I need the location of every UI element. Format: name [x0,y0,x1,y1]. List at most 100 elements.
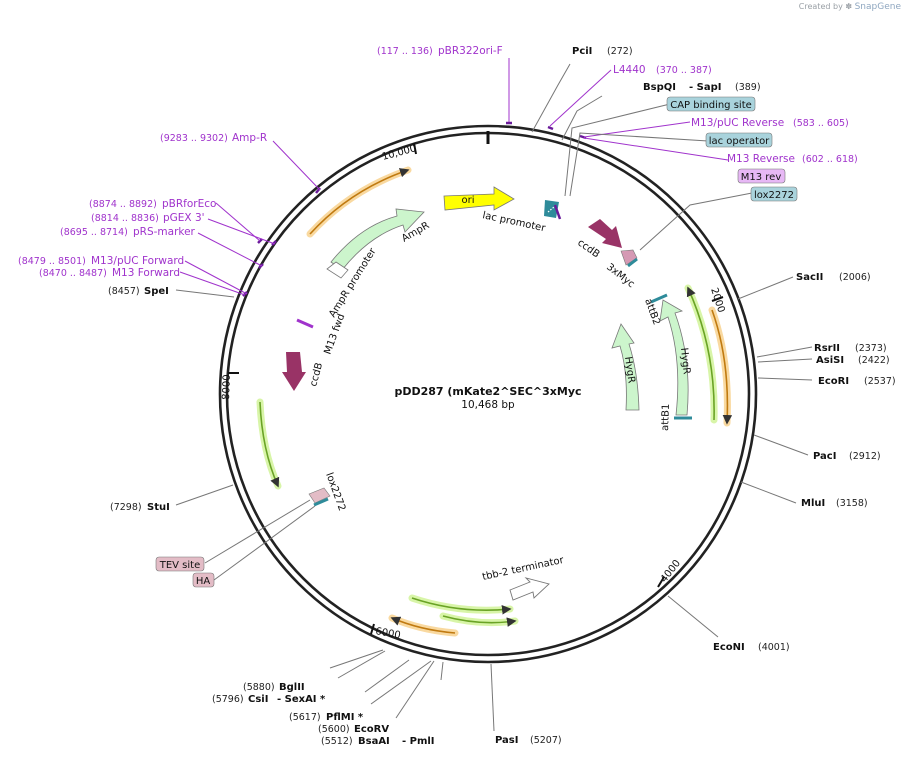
site-asisi-pos: (2422) [858,355,890,366]
tick-label-6000: 6000 [374,626,401,641]
plasmid-length: 10,468 bp [461,399,515,411]
box-leader-lines [204,103,753,581]
hygr-inner-label: HygR [622,356,637,384]
site-pcii-pos: (272) [607,46,633,57]
primer-m13puc-rev-pos: (583 .. 605) [793,118,849,129]
primer-pbrforeco-name: pBRforEco [162,198,216,210]
site-stui-name: StuI [147,502,170,513]
site-leader-lines [175,63,813,732]
site-sacii-name: SacII [796,272,823,283]
tick-label-8000: 8000 [221,374,233,400]
primer-m13-rev-name: M13 Reverse [727,153,795,165]
site-pflmi-name: PflMI * [326,712,364,723]
feature-hygr-outer[interactable]: HygR [659,299,692,416]
box-lox2272: lox2272 [754,190,794,201]
site-ecorv-name: EcoRV [354,724,389,735]
site-pcii-name: PciI [572,46,592,57]
primer-m13puc-fwd-name: M13/pUC Forward [91,255,184,267]
attb1-label: attB1 [660,404,672,432]
site-ecorv-pos: (5600) [318,724,350,735]
snapgene-logo-icon: ✽ [845,2,853,11]
primer-l4440-name: L4440 [613,64,646,76]
box-cap-binding-site: CAP binding site [670,100,752,111]
primer-l4440-pos: (370 .. 387) [656,65,712,76]
site-bglii-name: BglII [279,682,305,693]
site-ecori-pos: (2537) [864,376,896,387]
lac-promoter-label: lac promoter [481,210,547,234]
hygr-outer-label: HygR [678,347,692,375]
3xmyc-label: 3xMyc [604,262,636,291]
site-pasi-pos: (5207) [530,735,562,746]
primer-ampr-pos: (9283 .. 9302) [160,133,228,144]
feature-attb1[interactable]: attB1 [660,404,692,432]
box-m13-rev: M13 rev [741,172,782,183]
feature-ccdb-right[interactable]: ccdB [575,219,622,260]
watermark-brand: SnapGene [854,2,901,12]
site-stui-pos: (7298) [110,502,142,513]
site-bsaai-name: BsaAI [358,736,390,747]
primer-m13puc-rev-name: M13/pUC Reverse [691,117,784,129]
site-econi-name: EcoNI [713,642,745,653]
feature-ori[interactable]: ori [443,186,515,211]
site-asisi-name: AsiSI [816,355,844,366]
box-lac-operator: lac operator [709,136,770,147]
site-ecori-name: EcoRI [818,376,849,387]
feature-hygr-inner[interactable]: HygR [611,323,640,411]
binding-marks [242,121,587,297]
cds-bars [256,166,733,637]
primer-m13-fwd-inner[interactable]: M13 fwd [296,312,347,356]
site-spei-name: SpeI [144,286,169,297]
site-rsrii-name: RsrII [814,343,840,354]
primer-pbr322ori-pos: (117 .. 136) [377,46,433,57]
primer-prs-marker-pos: (8695 .. 8714) [60,227,128,238]
primer-pgex3-pos: (8814 .. 8836) [91,213,159,224]
site-bspqi-extra: - SapI [689,82,721,93]
primers: (117 .. 136) pBR322ori-F L4440 (370 .. 3… [18,45,858,279]
primer-m13-rev-pos: (602 .. 618) [802,154,858,165]
site-csii-name: CsiI [248,694,268,705]
feature-ampr[interactable]: AmpR [330,208,431,271]
site-csii-extra: - SexAI * [277,694,326,705]
primer-prs-marker-name: pRS-marker [133,226,196,238]
site-sacii-pos: (2006) [839,272,871,283]
feature-tbb2-terminator[interactable]: tbb-2 terminator [481,555,566,601]
tbb2-terminator-label: tbb-2 terminator [481,555,565,583]
box-ha: HA [196,576,211,587]
primer-ampr-name: Amp-R [232,132,267,144]
feature-ccdb-left[interactable]: ccdB [282,352,325,391]
site-bsaai-pos: (5512) [321,736,353,747]
box-tev-site: TEV site [159,560,201,571]
ccdb-left-label: ccdB [308,361,325,387]
primer-m13-fwd-name: M13 Forward [112,267,180,279]
site-paci-pos: (2912) [849,451,881,462]
plasmid-name: pDD287 (mKate2^SEC^3xMyc [394,385,581,398]
site-mlui-name: MluI [801,498,825,509]
site-bspqi-pos: (389) [735,82,761,93]
primer-leader-lines [179,58,729,296]
primer-m13puc-fwd-pos: (8479 .. 8501) [18,256,86,267]
site-econi-pos: (4001) [758,642,790,653]
site-mlui-pos: (3158) [836,498,868,509]
site-bspqi-name: BspQI [643,82,676,93]
site-rsrii-pos: (2373) [855,343,887,354]
watermark-prefix: Created by [798,2,843,11]
site-pflmi-pos: (5617) [289,712,321,723]
site-pasi-name: PasI [495,735,518,746]
site-csii-pos: (5796) [212,694,244,705]
restriction-sites: PciI (272) BspQI - SapI (389) SacII (200… [108,46,896,747]
attb2-label: attB2 [642,297,662,326]
site-bsaai-extra: - PmlI [402,736,435,747]
primer-m13-fwd-pos: (8470 .. 8487) [39,268,107,279]
site-bglii-pos: (5880) [243,682,275,693]
ccdb-right-label: ccdB [575,237,601,260]
feature-3xmyc[interactable]: 3xMyc [604,249,638,291]
backbone [218,124,758,664]
site-paci-name: PacI [813,451,836,462]
ori-label: ori [461,195,474,206]
primer-pbrforeco-pos: (8874 .. 8892) [89,199,157,210]
primer-pbr322ori-name: pBR322ori-F [438,45,503,57]
snapgene-watermark: Created by ✽ SnapGene [799,2,901,12]
boxed-features: CAP binding site lac operator M13 rev lo… [155,96,798,588]
m13-fwd-label: M13 fwd [322,312,347,356]
